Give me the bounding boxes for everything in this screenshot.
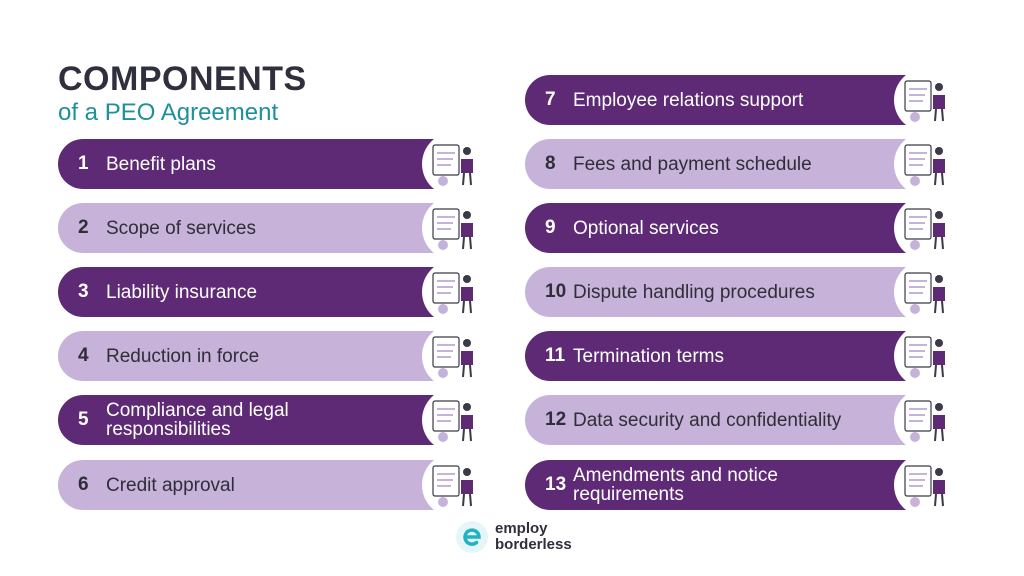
item-number: 12 (545, 409, 567, 430)
employee-board-icon (894, 68, 958, 132)
item-number: 6 (78, 474, 89, 495)
item-label: Optional services (573, 217, 719, 239)
item-number: 8 (545, 153, 556, 174)
page-title: COMPONENTS of a PEO Agreement (58, 60, 307, 128)
component-item-4: 4 Reduction in force (58, 324, 486, 388)
item-label: Dispute handling procedures (573, 281, 815, 303)
employ-borderless-logo-icon (456, 521, 488, 553)
item-label: Benefit plans (106, 153, 216, 175)
component-item-6: 6 Credit approval (58, 453, 486, 517)
credit-check-icon (422, 453, 486, 517)
item-number: 2 (78, 217, 89, 238)
component-item-2: 2 Scope of services (58, 196, 486, 260)
item-number: 3 (78, 281, 89, 302)
component-item-1: 1 Benefit plans (58, 132, 486, 196)
component-item-7: 7 Employee relations support (525, 68, 958, 132)
item-label: Reduction in force (106, 345, 260, 367)
item-label: Credit approval (106, 474, 235, 496)
item-label: Compliance and legal responsibilities (106, 400, 289, 440)
component-item-11: 11 Termination terms (525, 324, 958, 388)
item-label: Fees and payment schedule (573, 153, 812, 175)
chart-person-icon (894, 388, 958, 452)
item-number: 4 (78, 345, 89, 366)
item-label: Data security and confidentiality (573, 409, 842, 431)
item-number: 11 (545, 345, 566, 366)
calendar-icon (894, 132, 958, 196)
component-item-13: 13 Amendments and notice requirements (525, 453, 958, 517)
item-number: 5 (78, 409, 89, 430)
title-main: COMPONENTS (58, 60, 307, 98)
gear-laptop-icon (894, 260, 958, 324)
magnifier-document-icon (422, 388, 486, 452)
meeting-icon (422, 324, 486, 388)
brand-logo: employ borderless (455, 520, 572, 554)
money-bag-icon (422, 260, 486, 324)
team-chart-icon (422, 196, 486, 260)
item-number: 13 (545, 474, 567, 495)
item-label: Scope of services (106, 217, 256, 239)
item-label: Termination terms (573, 345, 724, 367)
item-number: 1 (78, 153, 89, 174)
umbrella-benefit-icon (422, 132, 486, 196)
item-label: Amendments and notice requirements (573, 465, 778, 505)
group-people-icon (894, 453, 958, 517)
options-icon (894, 196, 958, 260)
item-number: 7 (545, 89, 556, 110)
component-item-9: 9 Optional services (525, 196, 958, 260)
component-item-8: 8 Fees and payment schedule (525, 132, 958, 196)
item-number: 9 (545, 217, 556, 238)
component-item-5: 5 Compliance and legal responsibilities (58, 388, 486, 452)
item-label: Liability insurance (106, 281, 258, 303)
component-item-3: 3 Liability insurance (58, 260, 486, 324)
logo-line-2: borderless (495, 536, 572, 553)
item-number: 10 (545, 281, 567, 302)
gears-team-icon (894, 324, 958, 388)
logo-line-1: employ (495, 520, 548, 537)
title-sub: of a PEO Agreement (58, 99, 279, 126)
item-label: Employee relations support (573, 89, 804, 111)
component-item-12: 12 Data security and confidentiality (525, 388, 958, 452)
component-item-10: 10 Dispute handling procedures (525, 260, 958, 324)
